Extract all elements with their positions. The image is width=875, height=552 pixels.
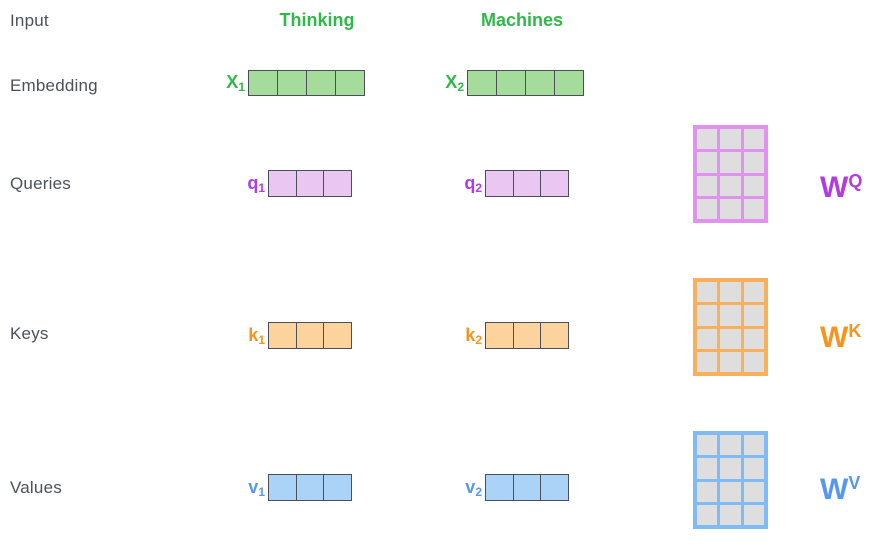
vector-cell [540, 171, 568, 196]
vector-cell [486, 171, 513, 196]
vector-cell [295, 171, 324, 196]
matrix-cell [743, 198, 764, 219]
matrix-cell [697, 305, 718, 326]
vector-cell [525, 71, 554, 95]
vector-cell [306, 71, 335, 95]
q2-vector [485, 170, 569, 197]
value-vector-v2-group: v2 [460, 474, 569, 501]
matrix-cell [720, 282, 741, 303]
q2-label: q2 [464, 172, 482, 195]
vector-cell [512, 475, 541, 500]
k2-label: k2 [465, 324, 482, 347]
wq-weight-matrix [693, 125, 768, 223]
matrix-cell [743, 129, 764, 150]
x1-vector [248, 70, 365, 96]
k1-vector [268, 322, 352, 349]
matrix-cell [720, 481, 741, 502]
matrix-cell [743, 481, 764, 502]
vector-cell [269, 171, 296, 196]
matrix-cell [697, 198, 718, 219]
vector-cell [269, 475, 296, 500]
matrix-cell [697, 328, 718, 349]
vector-cell [554, 71, 583, 95]
matrix-cell [720, 351, 741, 372]
wv-label: WV [820, 473, 861, 506]
v2-label: v2 [465, 476, 482, 499]
key-vector-k1-group: k1 [243, 322, 352, 349]
vector-cell [540, 323, 568, 348]
wk-label: WK [820, 321, 862, 354]
matrix-cell [743, 175, 764, 196]
k1-label: k1 [248, 324, 265, 347]
matrix-cell [743, 328, 764, 349]
v2-vector [485, 474, 569, 501]
vector-cell [512, 171, 541, 196]
matrix-cell [720, 129, 741, 150]
vector-cell [468, 71, 496, 95]
matrix-cell [720, 328, 741, 349]
vector-cell [335, 71, 364, 95]
vector-cell [486, 475, 513, 500]
word-machines: Machines [480, 10, 564, 30]
matrix-cell [697, 458, 718, 479]
keys-row-label: Keys [10, 324, 49, 343]
vector-cell [277, 71, 306, 95]
matrix-cell [743, 458, 764, 479]
q1-vector [268, 170, 352, 197]
value-vector-v1-group: v1 [243, 474, 352, 501]
matrix-cell [720, 504, 741, 525]
matrix-cell [720, 198, 741, 219]
vector-cell [249, 71, 277, 95]
key-vector-k2-group: k2 [460, 322, 569, 349]
wk-weight-matrix [693, 278, 768, 376]
vector-cell [323, 475, 351, 500]
matrix-cell [720, 458, 741, 479]
x2-vector [467, 70, 584, 96]
embedding-vector-x2-group: X2 [434, 70, 584, 96]
matrix-cell [720, 305, 741, 326]
wq-label: WQ [820, 171, 863, 204]
vector-cell [295, 323, 324, 348]
matrix-cell [697, 152, 718, 173]
queries-row-label: Queries [10, 174, 71, 193]
vector-cell [486, 323, 513, 348]
wv-weight-matrix [693, 431, 768, 529]
matrix-cell [720, 175, 741, 196]
v1-vector [268, 474, 352, 501]
matrix-cell [743, 351, 764, 372]
vector-cell [269, 323, 296, 348]
matrix-cell [743, 504, 764, 525]
x1-label: X1 [226, 72, 245, 94]
matrix-cell [720, 152, 741, 173]
embedding-vector-x1-group: X1 [215, 70, 365, 96]
vector-cell [496, 71, 525, 95]
matrix-cell [743, 282, 764, 303]
embedding-row-label: Embedding [10, 76, 98, 95]
matrix-cell [743, 305, 764, 326]
matrix-cell [697, 504, 718, 525]
x2-label: X2 [445, 72, 464, 94]
vector-cell [323, 323, 351, 348]
matrix-cell [743, 152, 764, 173]
query-vector-q2-group: q2 [460, 170, 569, 197]
q1-label: q1 [247, 172, 265, 195]
values-row-label: Values [10, 478, 62, 497]
matrix-cell [697, 481, 718, 502]
v1-label: v1 [248, 476, 265, 499]
matrix-cell [743, 435, 764, 456]
input-row-label: Input [10, 11, 49, 30]
query-vector-q1-group: q1 [243, 170, 352, 197]
matrix-cell [697, 282, 718, 303]
vector-cell [512, 323, 541, 348]
matrix-cell [697, 175, 718, 196]
word-thinking: Thinking [279, 10, 355, 30]
k2-vector [485, 322, 569, 349]
vector-cell [323, 171, 351, 196]
matrix-cell [697, 129, 718, 150]
matrix-cell [697, 435, 718, 456]
vector-cell [295, 475, 324, 500]
matrix-cell [720, 435, 741, 456]
matrix-cell [697, 351, 718, 372]
vector-cell [540, 475, 568, 500]
